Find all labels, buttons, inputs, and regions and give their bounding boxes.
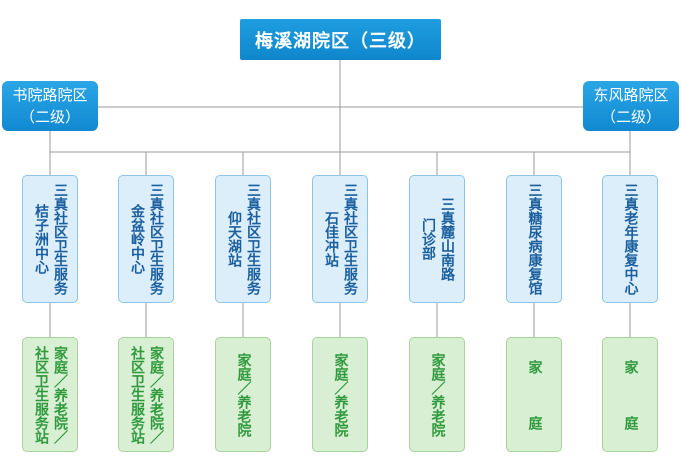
home-care-node: 家庭／养老院	[215, 337, 271, 452]
home-care-node: 家庭／养老院／社区卫生服务站	[22, 337, 78, 452]
center-label-column: 三真社区卫生服务	[52, 183, 68, 295]
center-label-column: 三真社区卫生服务	[342, 183, 358, 295]
home-label-column: 家庭／养老院	[332, 352, 349, 437]
service-center-node: 三真老年康复中心	[602, 175, 658, 303]
district-node-dongfenglu: 东风路院区 （二级）	[583, 81, 679, 131]
service-center-node: 三真社区卫生服务仰天湖站	[215, 175, 271, 303]
root-label: 梅溪湖院区（三级）	[255, 30, 426, 52]
center-label-column: 三真糖尿病康复馆	[526, 183, 543, 295]
district-node-shuyuanlu: 书院路院区 （二级）	[2, 81, 98, 131]
home-label-column: 社区卫生服务站	[129, 345, 145, 444]
district-name: 书院路院区	[12, 86, 88, 104]
center-label-column: 石佳冲站	[323, 211, 339, 267]
home-label-column: 家庭／养老院／	[52, 345, 68, 444]
home-care-node: 家庭／养老院／社区卫生服务站	[118, 337, 174, 452]
home-label-column: 家 庭	[622, 359, 639, 430]
root-node-meixihu: 梅溪湖院区（三级）	[240, 19, 441, 60]
service-center-node: 三真社区卫生服务石佳冲站	[312, 175, 368, 303]
center-label-column: 桔子洲中心	[33, 204, 49, 274]
home-care-node: 家 庭	[602, 337, 658, 452]
home-label-column: 家 庭	[526, 359, 543, 430]
home-care-node: 家庭／养老院	[409, 337, 465, 452]
home-care-node: 家 庭	[506, 337, 562, 452]
district-level: （二级）	[19, 108, 80, 126]
center-label-column: 三真社区卫生服务	[245, 183, 261, 295]
center-label-column: 三真社区卫生服务	[148, 183, 164, 295]
home-care-node: 家庭／养老院	[312, 337, 368, 452]
center-label-column: 金盆岭中心	[129, 204, 145, 274]
center-label-column: 仰天湖站	[226, 211, 242, 267]
center-label-column: 三真老年康复中心	[622, 183, 639, 295]
service-center-node: 三真麓山南路门诊部	[409, 175, 465, 303]
service-center-node: 三真社区卫生服务金盆岭中心	[118, 175, 174, 303]
home-label-column: 家庭／养老院	[429, 352, 446, 437]
service-center-node: 三真糖尿病康复馆	[506, 175, 562, 303]
center-label-column: 三真麓山南路	[439, 197, 455, 281]
district-name: 东风路院区	[593, 86, 669, 104]
home-label-column: 家庭／养老院／	[148, 345, 164, 444]
service-center-node: 三真社区卫生服务桔子洲中心	[22, 175, 78, 303]
home-label-column: 家庭／养老院	[235, 352, 252, 437]
center-label-column: 门诊部	[420, 218, 436, 260]
home-label-column: 社区卫生服务站	[33, 345, 49, 444]
district-level: （二级）	[600, 108, 661, 126]
